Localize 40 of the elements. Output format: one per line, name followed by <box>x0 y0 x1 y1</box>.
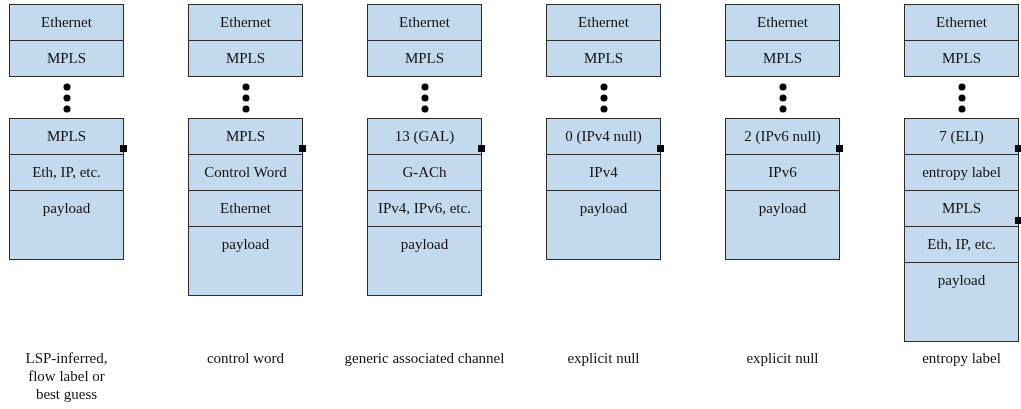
protocol-header-cell: payload <box>725 190 840 260</box>
protocol-header-cell: Eth, IP, etc. <box>904 226 1019 263</box>
protocol-header-cell: MPLS <box>367 40 482 77</box>
protocol-header-cell: IPv4 <box>546 154 661 191</box>
protocol-header-cell: 7 (ELI) <box>904 118 1019 155</box>
protocol-header-cell: MPLS <box>9 40 124 77</box>
protocol-header-cell: MPLS <box>188 118 303 155</box>
protocol-header-cell: MPLS <box>546 40 661 77</box>
protocol-header-cell: 2 (IPv6 null) <box>725 118 840 155</box>
protocol-header-cell: Control Word <box>188 154 303 191</box>
caption: control word <box>205 349 286 367</box>
protocol-header-cell: payload <box>367 226 482 296</box>
protocol-header-cell: Ethernet <box>367 4 482 41</box>
protocol-header-cell: MPLS <box>904 40 1019 77</box>
protocol-header-cell: Eth, IP, etc. <box>9 154 124 191</box>
protocol-header-cell: MPLS <box>725 40 840 77</box>
protocol-header-cell: Ethernet <box>188 190 303 227</box>
protocol-header-cell: IPv4, IPv6, etc. <box>367 190 482 227</box>
caption: explicit null <box>745 349 820 367</box>
protocol-header-cell: payload <box>546 190 661 260</box>
protocol-header-cell: entropy label <box>904 154 1019 191</box>
protocol-header-cell: IPv6 <box>725 154 840 191</box>
protocol-header-cell: MPLS <box>9 118 124 155</box>
protocol-header-cell: Ethernet <box>9 4 124 41</box>
caption: explicit null <box>566 349 641 367</box>
protocol-header-cell: payload <box>9 190 124 260</box>
caption: generic associated channel <box>343 349 506 367</box>
protocol-header-cell: Ethernet <box>188 4 303 41</box>
protocol-header-cell: MPLS <box>904 190 1019 227</box>
protocol-header-cell: Ethernet <box>546 4 661 41</box>
protocol-header-cell: 0 (IPv4 null) <box>546 118 661 155</box>
caption: LSP-inferred, flow label or best guess <box>24 349 109 403</box>
protocol-header-cell: Ethernet <box>904 4 1019 41</box>
protocol-header-cell: G-ACh <box>367 154 482 191</box>
protocol-header-cell: MPLS <box>188 40 303 77</box>
protocol-header-cell: payload <box>188 226 303 296</box>
protocol-header-cell: payload <box>904 262 1019 342</box>
protocol-header-cell: 13 (GAL) <box>367 118 482 155</box>
caption: entropy label <box>921 349 1002 367</box>
protocol-header-cell: Ethernet <box>725 4 840 41</box>
